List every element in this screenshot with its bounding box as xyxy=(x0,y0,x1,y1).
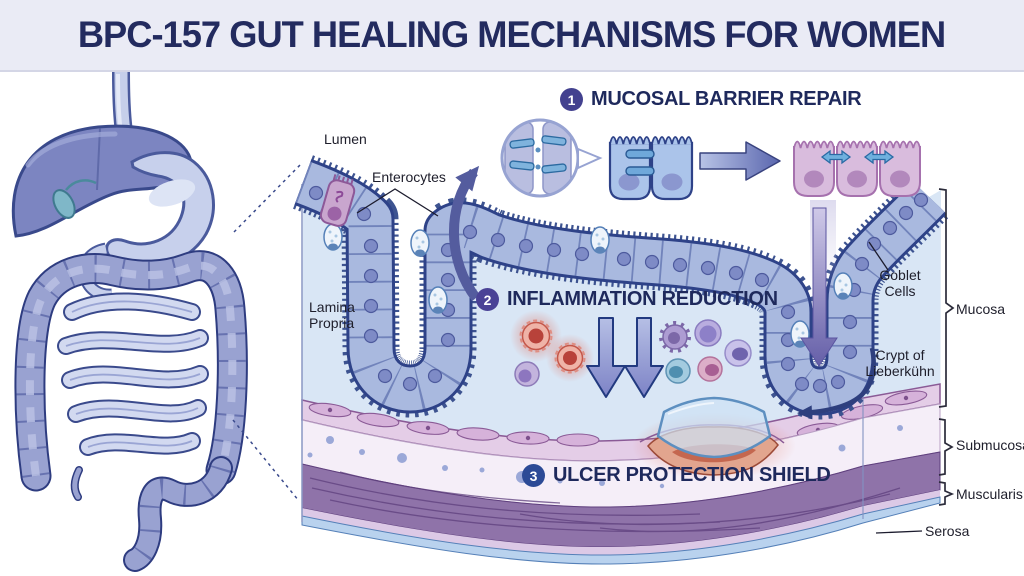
healed-pink-cells xyxy=(793,140,921,197)
repaired-blue-cells xyxy=(608,136,694,201)
layer-brackets xyxy=(938,188,955,506)
serosa-pointer xyxy=(875,530,923,534)
mucosal-barrier-repair-graphics xyxy=(449,118,921,302)
mechanism-3-label: ULCER PROTECTION SHIELD xyxy=(553,464,831,486)
magnify-arrow xyxy=(449,165,481,302)
goblet-pointer xyxy=(868,241,889,271)
mechanism-2-label: INFLAMMATION REDUCTION xyxy=(507,288,778,310)
crypt-renewal-arrow xyxy=(800,200,838,367)
lamina-propria-label: Lamina Propria xyxy=(309,299,355,332)
damaged-cell xyxy=(319,174,356,227)
mechanism-3-number-badge: 3 xyxy=(522,464,545,487)
mechanism-1-heading: 1 MUCOSAL BARRIER REPAIR xyxy=(560,88,862,111)
small-intestine-shape xyxy=(57,292,209,456)
inflamed-cells xyxy=(510,310,594,387)
mechanism-2-heading: 2 INFLAMMATION REDUCTION xyxy=(476,288,778,311)
muscularis-bracket xyxy=(938,481,955,506)
immune-cells xyxy=(659,319,752,384)
mechanism-1-number-badge: 1 xyxy=(560,88,583,111)
shield-pointer-arrow xyxy=(797,347,876,420)
page-title: BPC-157 GUT HEALING MECHANISMS FOR WOMEN xyxy=(78,14,946,55)
liver-shape xyxy=(11,124,193,238)
mechanism-2-number-badge: 2 xyxy=(476,288,499,311)
muscularis-label: Muscularis xyxy=(956,486,1023,502)
lumen-label: Lumen xyxy=(324,131,367,147)
submucosa-bracket xyxy=(938,418,954,476)
submucosa-label: Submucosa xyxy=(956,437,1024,453)
label-pointer-lines xyxy=(356,188,923,534)
crypt-label: Crypt of Lieberkühn xyxy=(865,347,935,380)
mechanism-1-label: MUCOSAL BARRIER REPAIR xyxy=(591,88,862,110)
enterocytes-label: Enterocytes xyxy=(372,169,446,185)
mechanism-3-heading: 3 ULCER PROTECTION SHIELD xyxy=(522,464,831,487)
enterocytes-pointer xyxy=(356,188,439,217)
serosa-layer xyxy=(301,496,941,565)
protection-shield xyxy=(656,396,772,459)
reduction-arrows xyxy=(586,317,664,398)
repair-progress-arrow xyxy=(699,141,781,181)
serosa-label: Serosa xyxy=(925,523,970,539)
zoom-callout-dashed-lines xyxy=(232,163,302,502)
muscle-fibers xyxy=(309,471,901,533)
goblet-cells-graphics xyxy=(323,223,853,348)
subserosa-layer xyxy=(302,490,940,556)
junction-exchange-arrows xyxy=(820,149,895,165)
mucosa-bracket xyxy=(938,188,955,408)
digestive-tract-illustration xyxy=(11,71,302,572)
title-banner: BPC-157 GUT HEALING MECHANISMS FOR WOMEN xyxy=(0,0,1024,72)
magnifier-wedge xyxy=(577,147,603,170)
goblet-cells-label: Goblet Cells xyxy=(879,267,921,300)
colon-shape xyxy=(14,250,248,572)
mucosa-label: Mucosa xyxy=(956,301,1006,317)
inflammation-reduction-graphics xyxy=(510,310,752,398)
gallbladder-shape xyxy=(52,179,97,219)
